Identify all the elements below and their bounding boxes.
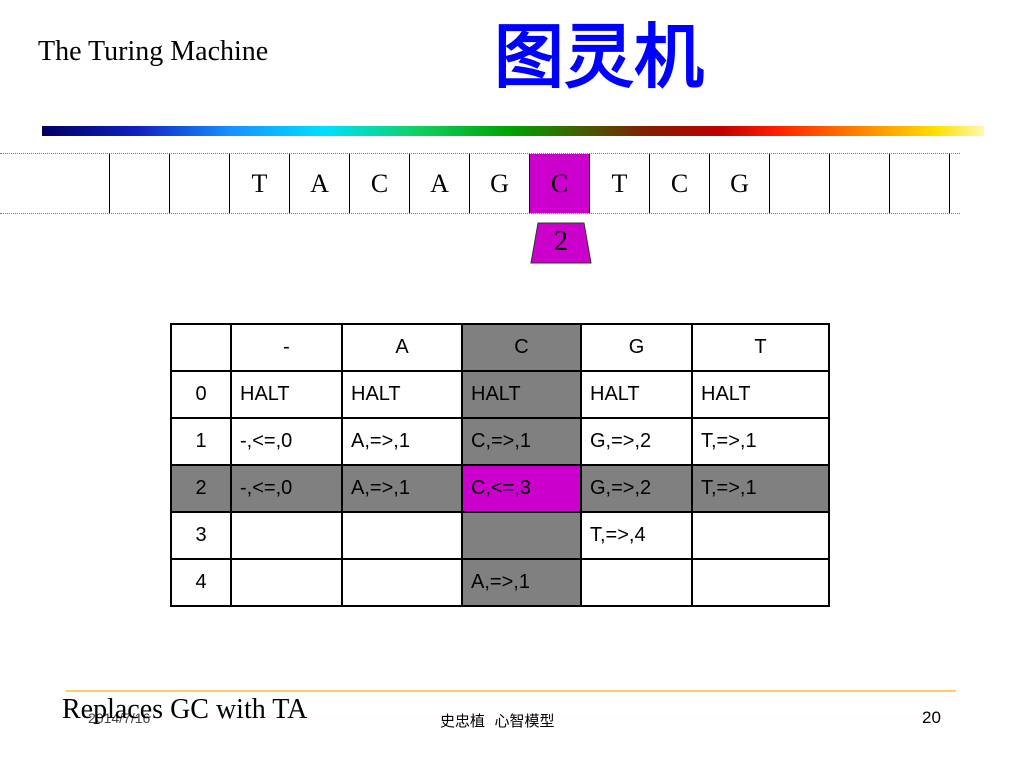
table-cell: HALT <box>461 370 582 419</box>
table-cell: C,<=,3 <box>461 464 582 513</box>
tape-cell: T <box>230 154 290 213</box>
table-cell: G,=>,2 <box>580 464 693 513</box>
tape-cell: G <box>470 154 530 213</box>
read-head-shape <box>530 222 592 264</box>
table-cell <box>230 511 343 560</box>
tape-cell <box>110 154 170 213</box>
tape-cell: T <box>590 154 650 213</box>
table-cell: A,=>,1 <box>341 464 463 513</box>
tape-bottom-border <box>0 213 960 214</box>
state-cell: 3 <box>170 511 232 560</box>
table-header-cell <box>170 323 232 372</box>
footer-date: 2014/7/16 <box>88 710 151 726</box>
table-cell: T,=>,1 <box>691 464 830 513</box>
tape-cell: A <box>410 154 470 213</box>
table-cell: HALT <box>230 370 343 419</box>
table-cell <box>691 558 830 607</box>
tape-cell: G <box>710 154 770 213</box>
page-number: 20 <box>922 708 941 727</box>
table-header-cell: C <box>461 323 582 372</box>
read-head: 2 <box>530 222 592 264</box>
table-header-cell: A <box>341 323 463 372</box>
table-row: 3 T,=>,4 <box>170 511 830 560</box>
table-cell: T,=>,1 <box>691 417 830 466</box>
table-cell <box>580 558 693 607</box>
table-cell: HALT <box>691 370 830 419</box>
tape-cell: A <box>290 154 350 213</box>
state-cell: 4 <box>170 558 232 607</box>
tape-cell <box>830 154 890 213</box>
table-header-cell: - <box>230 323 343 372</box>
state-cell: 0 <box>170 370 232 419</box>
slide-title-chinese: 图灵机 <box>494 16 704 98</box>
table-cell <box>341 511 463 560</box>
tape-top-border <box>0 153 960 154</box>
table-cell <box>461 511 582 560</box>
table-row: 4 A,=>,1 <box>170 558 830 607</box>
slide-title-english: The Turing Machine <box>38 36 269 67</box>
table-cell: G,=>,2 <box>580 417 693 466</box>
table-header-cell: T <box>691 323 830 372</box>
tape-cell <box>50 154 110 213</box>
table-cell: T,=>,4 <box>580 511 693 560</box>
tape-cell: C <box>350 154 410 213</box>
table-cell: HALT <box>341 370 463 419</box>
tape-cell: C <box>650 154 710 213</box>
state-cell: 1 <box>170 417 232 466</box>
rainbow-divider <box>42 126 984 136</box>
table-cell: A,=>,1 <box>341 417 463 466</box>
table-cell <box>691 511 830 560</box>
tape-cell <box>770 154 830 213</box>
tape-cell <box>890 154 950 213</box>
table-cell: -,<=,0 <box>230 464 343 513</box>
footer-rule <box>66 690 956 692</box>
footer-author: 史忠植 心智模型 <box>440 712 555 730</box>
state-cell: 2 <box>170 464 232 513</box>
table-cell: A,=>,1 <box>461 558 582 607</box>
table-cell <box>230 558 343 607</box>
table-header-cell: G <box>580 323 693 372</box>
table-cell: C,=>,1 <box>461 417 582 466</box>
table-cell: HALT <box>580 370 693 419</box>
table-cell <box>341 558 463 607</box>
slide-caption: Replaces GC with TA <box>62 694 308 725</box>
tape-cell: C <box>530 154 590 213</box>
tape-cell <box>170 154 230 213</box>
read-head-state: 2 <box>554 226 568 257</box>
table-cell: -,<=,0 <box>230 417 343 466</box>
